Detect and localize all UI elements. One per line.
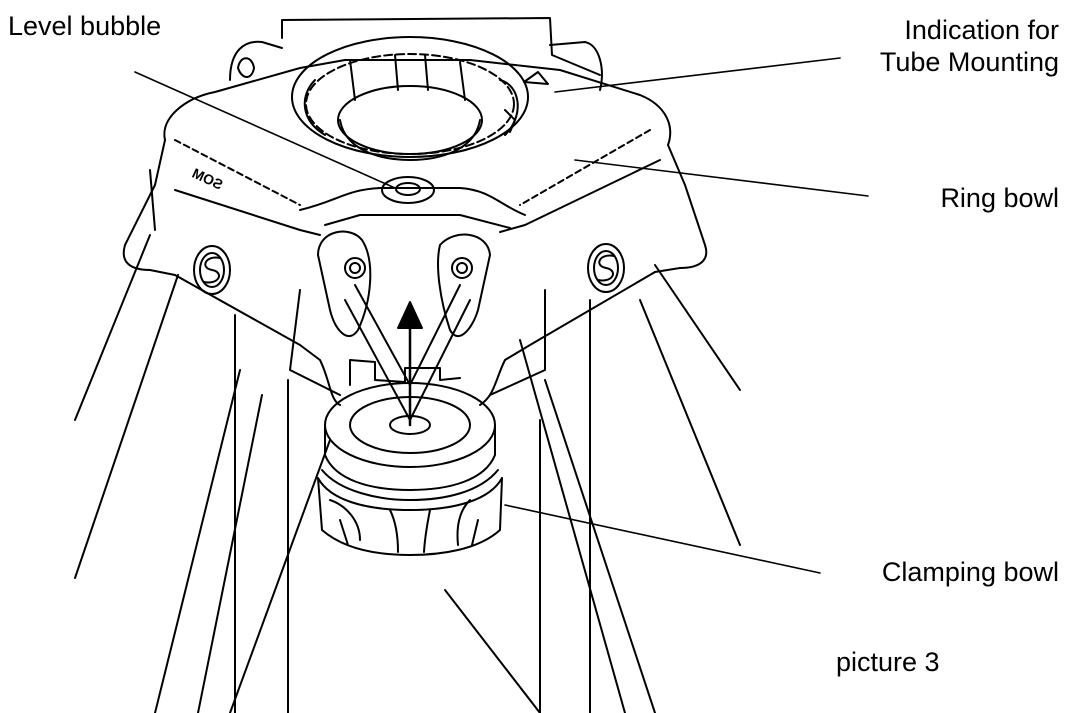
label-indication-tube-mounting: Indication for Tube Mounting (880, 14, 1059, 78)
lever-knobs (317, 230, 491, 338)
up-arrow-icon (397, 301, 423, 427)
sachtler-s-logo-icon (193, 245, 231, 295)
level-bubble-vial (381, 176, 435, 204)
engraving-text: SOM (190, 165, 226, 193)
label-indication-line1: Indication for (904, 15, 1059, 45)
clamping-bowl (317, 359, 503, 556)
label-clamping-bowl: Clamping bowl (881, 557, 1059, 587)
label-indication-line2: Tube Mounting (879, 47, 1059, 77)
leader-lines (134, 57, 869, 574)
bowl-opening (291, 36, 529, 161)
tripod-legs (74, 234, 741, 713)
ring-bowl-body (122, 59, 708, 421)
sachtler-s-logo-icon-right (587, 243, 625, 293)
triangle-outline-icon (523, 71, 549, 85)
picture-caption: picture 3 (836, 647, 940, 677)
label-level-bubble: Level bubble (8, 11, 162, 41)
label-ring-bowl: Ring bowl (940, 183, 1059, 213)
